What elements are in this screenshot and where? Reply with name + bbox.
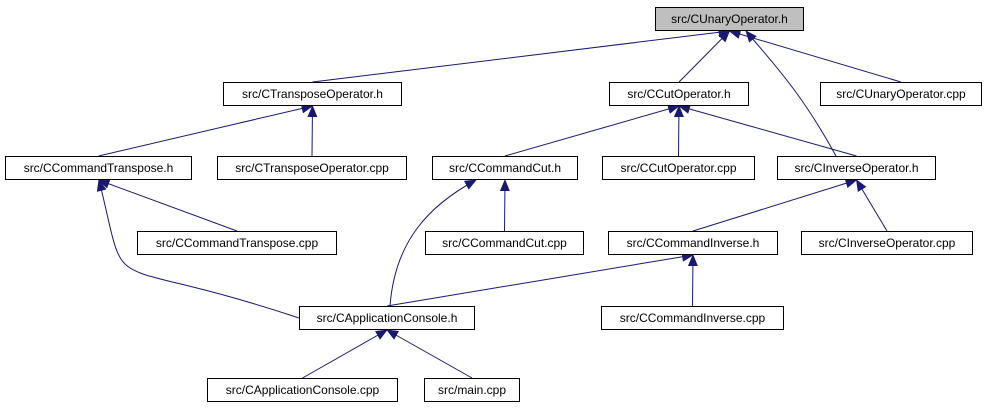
node-cinverse-operator-cpp[interactable]: src/CInverseOperator.cpp xyxy=(801,231,973,255)
node-ctranspose-operator-cpp[interactable]: src/CTransposeOperator.cpp xyxy=(217,156,407,180)
node-cunary-operator-h: src/CUnaryOperator.h xyxy=(655,7,804,31)
edge-ctranspose_op_cpp-to-ctranspose_op_h xyxy=(307,105,318,157)
node-ccommand-transpose-h[interactable]: src/CCommandTranspose.h xyxy=(5,156,192,180)
node-ccommand-inverse-cpp[interactable]: src/CCommandInverse.cpp xyxy=(601,306,784,330)
edge-ccut_op_h-to-cunary_h xyxy=(678,30,731,83)
node-ccommand-cut-cpp[interactable]: src/CCommandCut.cpp xyxy=(425,231,584,255)
node-ccut-operator-h[interactable]: src/CCutOperator.h xyxy=(609,82,749,106)
edge-ccmd_cut_cpp-to-ccmd_cut_h xyxy=(499,179,510,232)
node-cunary-operator-cpp[interactable]: src/CUnaryOperator.cpp xyxy=(820,82,982,106)
edge-capp_console_h-to-ccmd_inverse_h xyxy=(386,251,694,307)
node-ccommand-cut-h[interactable]: src/CCommandCut.h xyxy=(432,156,578,180)
edge-capp_console_h-to-ccmd_transpose_h xyxy=(96,179,300,319)
edge-cunary_cpp-to-cunary_h xyxy=(728,29,902,83)
edge-ccut_op_cpp-to-ccut_op_h xyxy=(673,105,684,157)
node-capplication-console-h[interactable]: src/CApplicationConsole.h xyxy=(299,306,475,330)
edge-main_cpp-to-capp_console_h xyxy=(386,329,473,379)
node-ctranspose-operator-h[interactable]: src/CTransposeOperator.h xyxy=(223,82,402,106)
edge-ccmd_inverse_h-to-cinverse_op_h xyxy=(692,178,858,232)
edge-capp_console_cpp-to-capp_console_h xyxy=(302,329,388,379)
edge-cinverse_op_cpp-to-cinverse_op_h xyxy=(855,179,888,232)
node-ccommand-transpose-cpp[interactable]: src/CCommandTranspose.cpp xyxy=(137,231,337,255)
edge-ccmd_inverse_cpp-to-ccmd_inverse_h xyxy=(687,254,698,307)
node-main-cpp[interactable]: src/main.cpp xyxy=(424,378,520,402)
edge-cinverse_op_h-to-cunary_h xyxy=(745,30,837,157)
edge-ccmd_transpose_h-to-ctranspose_op_h xyxy=(98,103,314,157)
edge-ccmd_cut_h-to-ccut_op_h xyxy=(504,104,680,157)
edge-ctranspose_op_h-to-cunary_h xyxy=(312,27,731,83)
node-capplication-console-cpp[interactable]: src/CApplicationConsole.cpp xyxy=(207,378,398,402)
edge-cinverse_op_h-to-ccut_op_h xyxy=(678,104,857,157)
node-ccommand-inverse-h[interactable]: src/CCommandInverse.h xyxy=(608,231,778,255)
node-cinverse-operator-h[interactable]: src/CInverseOperator.h xyxy=(777,156,936,180)
edge-capp_console_h-to-ccmd_cut_h xyxy=(389,179,477,307)
edge-ccmd_transpose_cpp-to-ccmd_transpose_h xyxy=(97,179,238,232)
node-ccut-operator-cpp[interactable]: src/CCutOperator.cpp xyxy=(602,156,755,180)
